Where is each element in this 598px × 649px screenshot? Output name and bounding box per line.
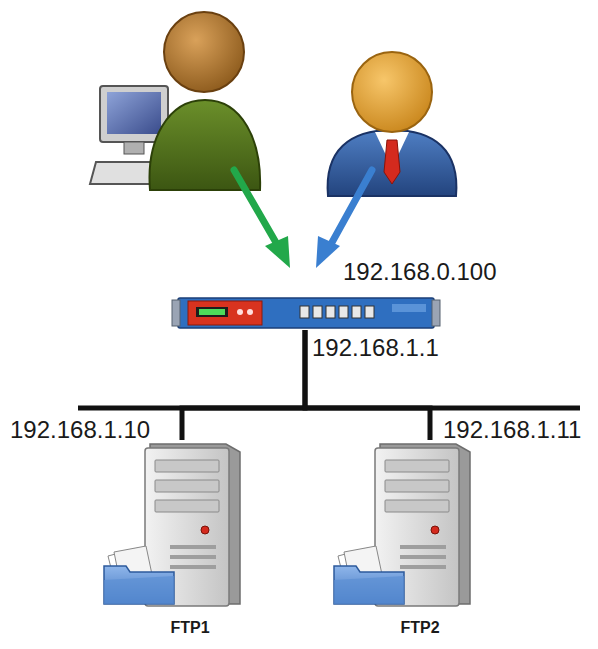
network-link [182,330,305,440]
ip-address: 192.168.1.10 [10,418,150,442]
ip-address: 192.168.0.100 [343,260,496,284]
ip-address: 192.168.1.1 [312,336,439,360]
server-name: FTP1 [130,620,250,636]
ftp-server: 192.168.1.11FTP2 [360,440,480,640]
ftp-server: 192.168.1.10FTP1 [130,440,250,640]
server-name: FTP2 [360,620,480,636]
firewall-appliance: 192.168.0.100192.168.1.1 [178,296,434,330]
ip-address: 192.168.1.11 [443,418,581,442]
